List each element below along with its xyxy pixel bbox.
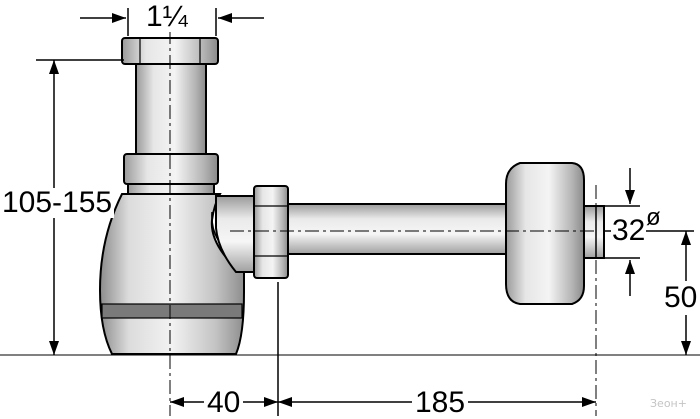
- outlet-diameter-label: 32: [611, 214, 647, 247]
- outlet-height-label: 50: [664, 281, 698, 315]
- inlet-tube: [135, 63, 207, 155]
- height-range-label: 105-155: [0, 186, 115, 219]
- wall-rosette: [505, 162, 585, 305]
- wall-stub: [583, 205, 605, 259]
- pipe-length-label: 185: [412, 388, 469, 418]
- watermark: Зеон+: [650, 397, 687, 410]
- trap-offset-label: 40: [204, 388, 244, 418]
- outlet-pipe: [285, 203, 509, 255]
- diameter-symbol: ø: [646, 204, 661, 231]
- inlet-thread-label: 1¼: [144, 0, 190, 33]
- side-arm: [215, 195, 261, 273]
- union-nut: [123, 153, 219, 185]
- outlet-nut: [253, 185, 289, 279]
